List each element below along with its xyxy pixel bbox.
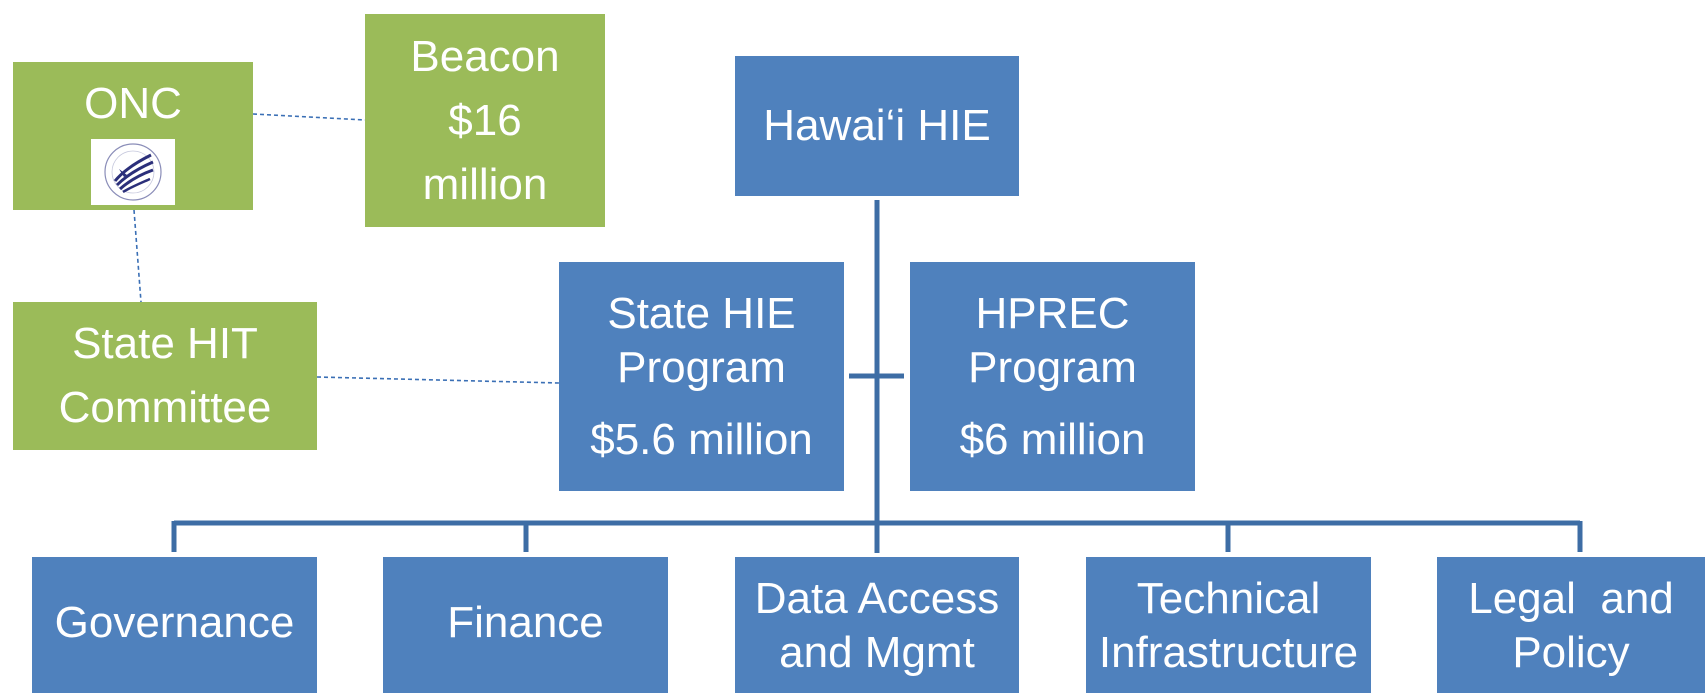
hit-statehie-dashed-connector [316,376,560,384]
onc-label: ONC [84,79,182,128]
legal-policy-box: Legal and Policy [1437,557,1705,693]
technical-line-1: Technical [1136,574,1321,623]
state-hie-program-box: State HIE Program $5.6 million [559,262,844,491]
technical-infrastructure-box: Technical Infrastructure [1086,557,1371,693]
hhs-eagle-seal-icon [91,139,175,205]
data-access-line-1: Data Access [754,574,1000,623]
governance-label: Governance [54,598,295,647]
beacon-line-1: Beacon [410,31,560,81]
state-hie-program-line-2: Program [617,342,786,392]
hprec-program-box: HPREC Program $6 million [910,262,1195,491]
hprec-program-line-1: HPREC [975,288,1130,338]
state-hit-committee-box: State HIT Committee [13,302,317,450]
legal-line-2: Policy [1512,628,1630,677]
technical-line-2: Infrastructure [1098,628,1359,677]
hawaii-hie-label: Hawai‘i HIE [763,101,991,150]
hprec-program-line-2: Program [968,342,1137,392]
data-access-line-2: and Mgmt [779,628,975,677]
beacon-line-2: $16 [448,95,522,145]
beacon-box: Beacon $16 million [365,14,605,227]
legal-line-1: Legal and [1468,574,1674,623]
state-hie-program-amount: $5.6 million [590,414,813,464]
hawaii-hie-box: Hawai‘i HIE [735,56,1019,196]
state-hit-committee-line-2: Committee [58,383,272,432]
state-hit-committee-line-1: State HIT [72,319,258,368]
finance-box: Finance [383,557,668,693]
finance-label: Finance [447,598,604,647]
state-hie-program-line-1: State HIE [607,288,796,338]
beacon-line-3: million [422,159,548,209]
governance-box: Governance [32,557,317,693]
onc-hit-dashed-connector [133,209,142,303]
onc-beacon-dashed-connector [252,113,366,121]
onc-box: ONC [13,62,253,210]
hprec-program-amount: $6 million [959,414,1146,464]
data-access-mgmt-box: Data Access and Mgmt [735,557,1019,693]
